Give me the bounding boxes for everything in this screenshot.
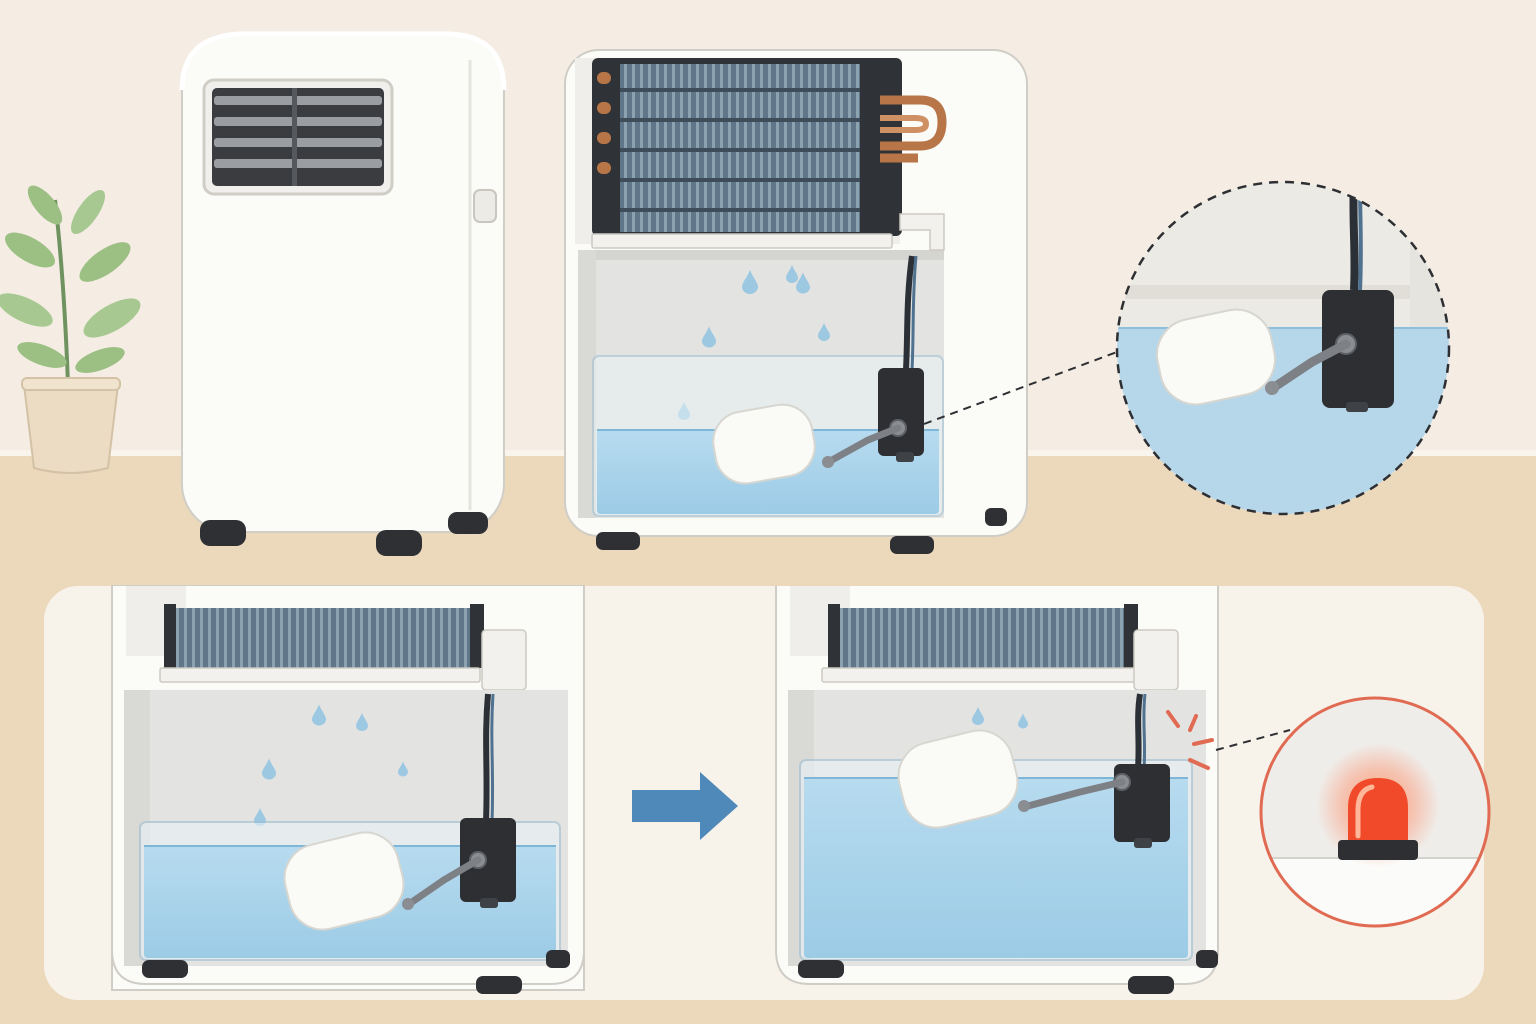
- arrow-right-icon: [632, 772, 738, 840]
- zoom-leader-line: [923, 351, 1118, 425]
- plant-icon: [0, 185, 141, 474]
- pot: [22, 384, 120, 474]
- dehumidifier-closed: [179, 31, 507, 556]
- dehumidifier-cutaway: [564, 49, 1028, 554]
- evaporator-coil-icon: [592, 58, 947, 236]
- full-water-state: [775, 586, 1219, 994]
- low-water-state: [111, 585, 585, 994]
- air-vent-icon: [202, 78, 394, 196]
- alarm-light-icon: [1259, 696, 1491, 928]
- float-switch-zoom: [1115, 180, 1451, 516]
- side-handle-icon: [473, 189, 497, 223]
- signal-burst-icon: [1166, 710, 1214, 770]
- alarm-leader-line: [1215, 729, 1291, 751]
- float-switch-icon: [712, 368, 924, 485]
- wheel-icon: [200, 512, 488, 556]
